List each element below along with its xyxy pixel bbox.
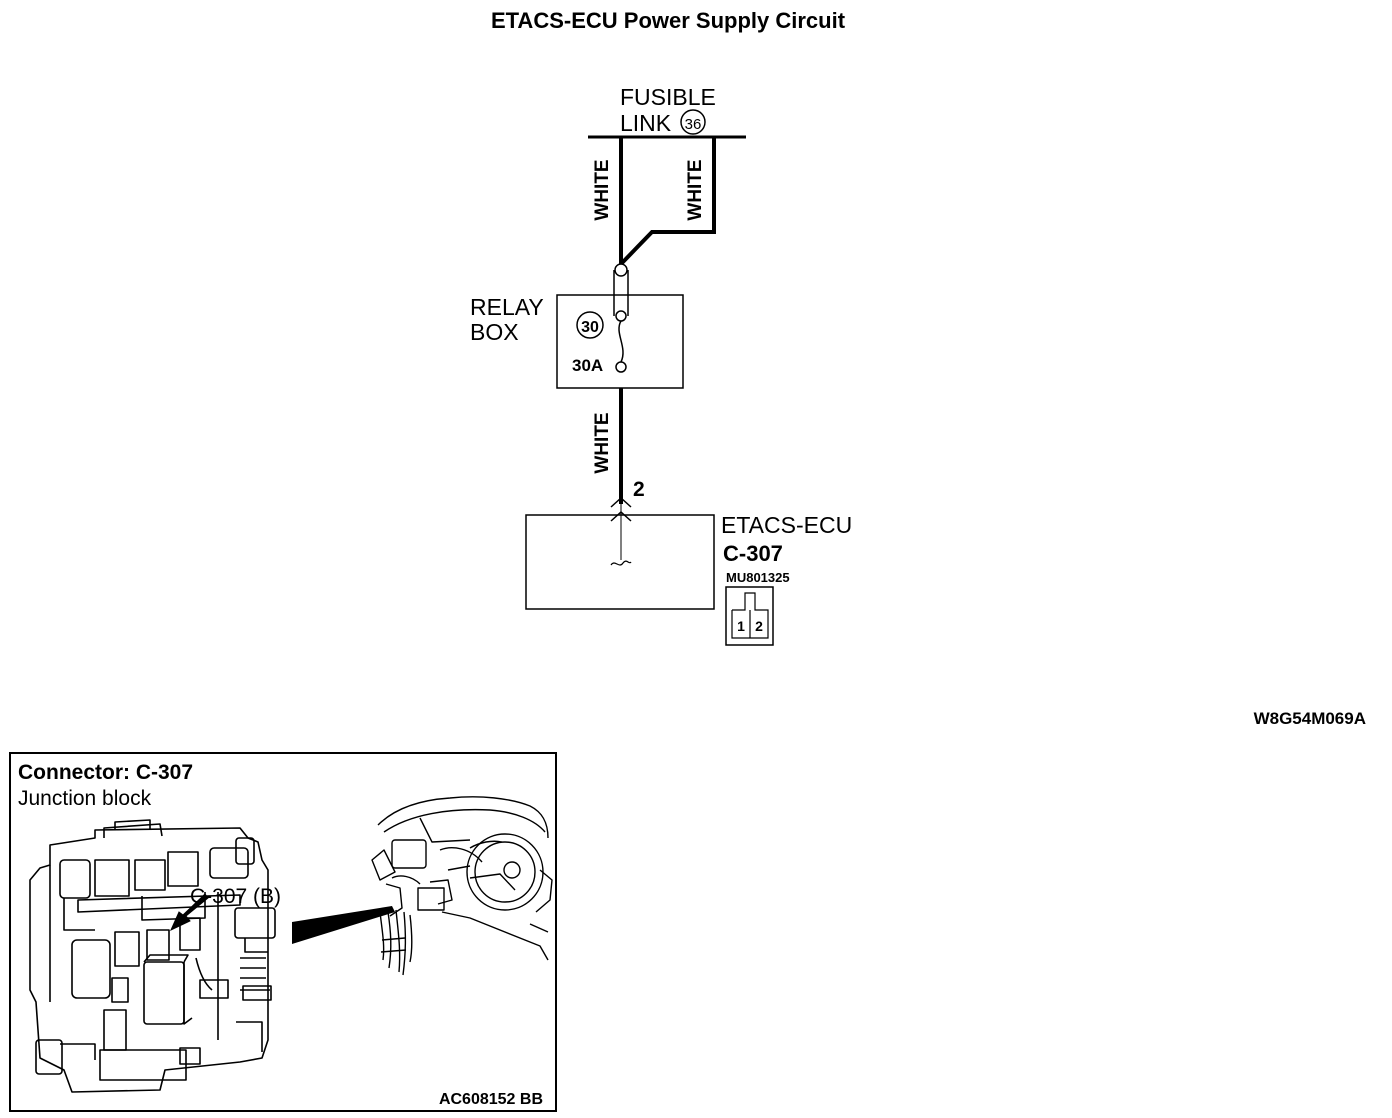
inset-heading: Connector: C-307 <box>18 761 193 784</box>
inset-subheading: Junction block <box>18 787 152 810</box>
ecu-part-number: MU801325 <box>726 570 790 585</box>
callout-arrow <box>169 893 209 932</box>
connector-pin-2: 2 <box>755 618 763 634</box>
wire-right-color: WHITE <box>685 159 706 220</box>
connector-face <box>725 586 774 646</box>
fusible-link-number: 36 <box>685 116 702 133</box>
fuse-number: 30 <box>581 319 599 336</box>
page-title: ETACS-ECU Power Supply Circuit <box>491 8 846 33</box>
ecu-name: ETACS-ECU <box>721 512 852 538</box>
fusible-link-label-line1: FUSIBLE <box>620 84 716 110</box>
wire-lower-color: WHITE <box>592 412 613 473</box>
ecu-connector: C-307 <box>723 541 783 566</box>
relay-box-label-line1: RELAY <box>470 294 544 320</box>
ecu-internal-symbol <box>610 560 632 566</box>
inset-frame <box>9 752 557 1112</box>
fuse-rating: 30A <box>572 356 603 375</box>
wire-left-color: WHITE <box>592 159 613 220</box>
junction-block-illustration <box>29 819 276 1093</box>
fuse-number-circle <box>576 311 604 339</box>
fusible-link-number-circle <box>680 109 706 135</box>
inset-figure-code: AC608152 BB <box>439 1091 543 1108</box>
fuse-element <box>618 320 624 363</box>
diagram-code: W8G54M069A <box>1254 709 1366 728</box>
wire-right <box>619 137 716 266</box>
connector-face-key <box>731 592 769 639</box>
connector-pin-1: 1 <box>737 618 745 634</box>
connector-chevron-upper <box>610 496 632 508</box>
connector-location-inset: Connector: C-307 Junction block <box>9 752 557 1112</box>
fuse-terminal-top <box>615 310 627 322</box>
relay-box-label-line2: BOX <box>470 319 519 345</box>
fusible-link-label-line2: LINK <box>620 110 672 136</box>
callout-label: C-307 (B) <box>190 885 281 908</box>
fuse-terminal-bottom <box>615 361 627 373</box>
pointer-wedge <box>292 906 395 944</box>
splice-point <box>614 263 628 277</box>
dashboard-illustration <box>371 796 553 976</box>
ecu-box <box>525 514 715 610</box>
pin-number: 2 <box>633 478 645 501</box>
